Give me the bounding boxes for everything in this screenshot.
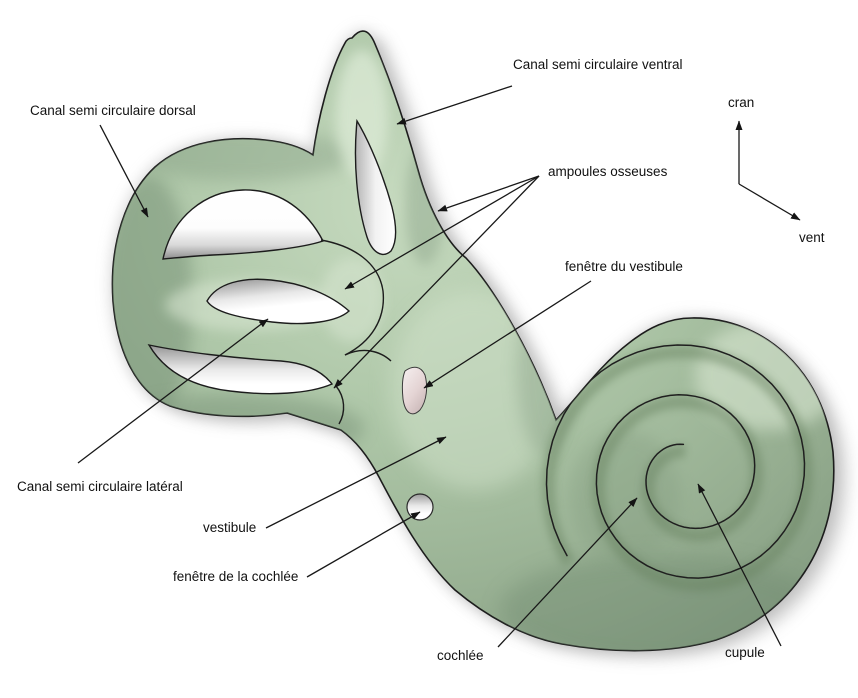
label-canal-ventral: Canal semi circulaire ventral	[513, 57, 683, 72]
lateral-canal-opening	[206, 278, 351, 325]
label-cochlee: cochlée	[437, 648, 484, 663]
oval-window	[401, 366, 428, 415]
leader-canal-ventral	[396, 85, 513, 125]
leader-vestibule	[265, 436, 447, 529]
label-fenetre-vestibule: fenêtre du vestibule	[565, 259, 683, 274]
leader-cupule	[697, 483, 782, 647]
leader-canal-lateral	[77, 318, 269, 464]
label-axis-cranial: cran	[728, 95, 755, 110]
cochlea-spiral-shadow	[541, 345, 814, 592]
leader-canal-dorsal	[99, 124, 149, 218]
label-vestibule: vestibule	[203, 520, 257, 535]
leader-fenetre-vestibule	[423, 280, 592, 389]
ventral-canal-opening	[354, 118, 397, 255]
label-ampoules: ampoules osseuses	[548, 164, 668, 179]
leader-cochlee	[497, 497, 638, 648]
leader-ampoule-2	[344, 175, 540, 290]
label-canal-lateral: Canal semi circulaire latéral	[17, 479, 183, 494]
leader-ampoule-1	[437, 175, 540, 212]
label-axis-ventral: vent	[799, 230, 825, 245]
orientation-axis	[735, 120, 801, 221]
leader-ampoule-3	[333, 175, 540, 389]
leader-fenetre-cochlee	[306, 511, 421, 578]
lower-canal-opening	[147, 343, 334, 395]
cochlea-spiral	[545, 344, 806, 579]
cochlea	[541, 344, 814, 592]
dorsal-canal-opening	[162, 189, 324, 260]
label-canal-dorsal: Canal semi circulaire dorsal	[30, 103, 196, 118]
leader-arrows	[77, 85, 782, 648]
label-fenetre-cochlee: fenêtre de la cochlée	[173, 569, 299, 584]
axis-arrow-ventral	[738, 183, 801, 221]
round-window	[406, 493, 434, 521]
label-cupule: cupule	[725, 645, 765, 660]
